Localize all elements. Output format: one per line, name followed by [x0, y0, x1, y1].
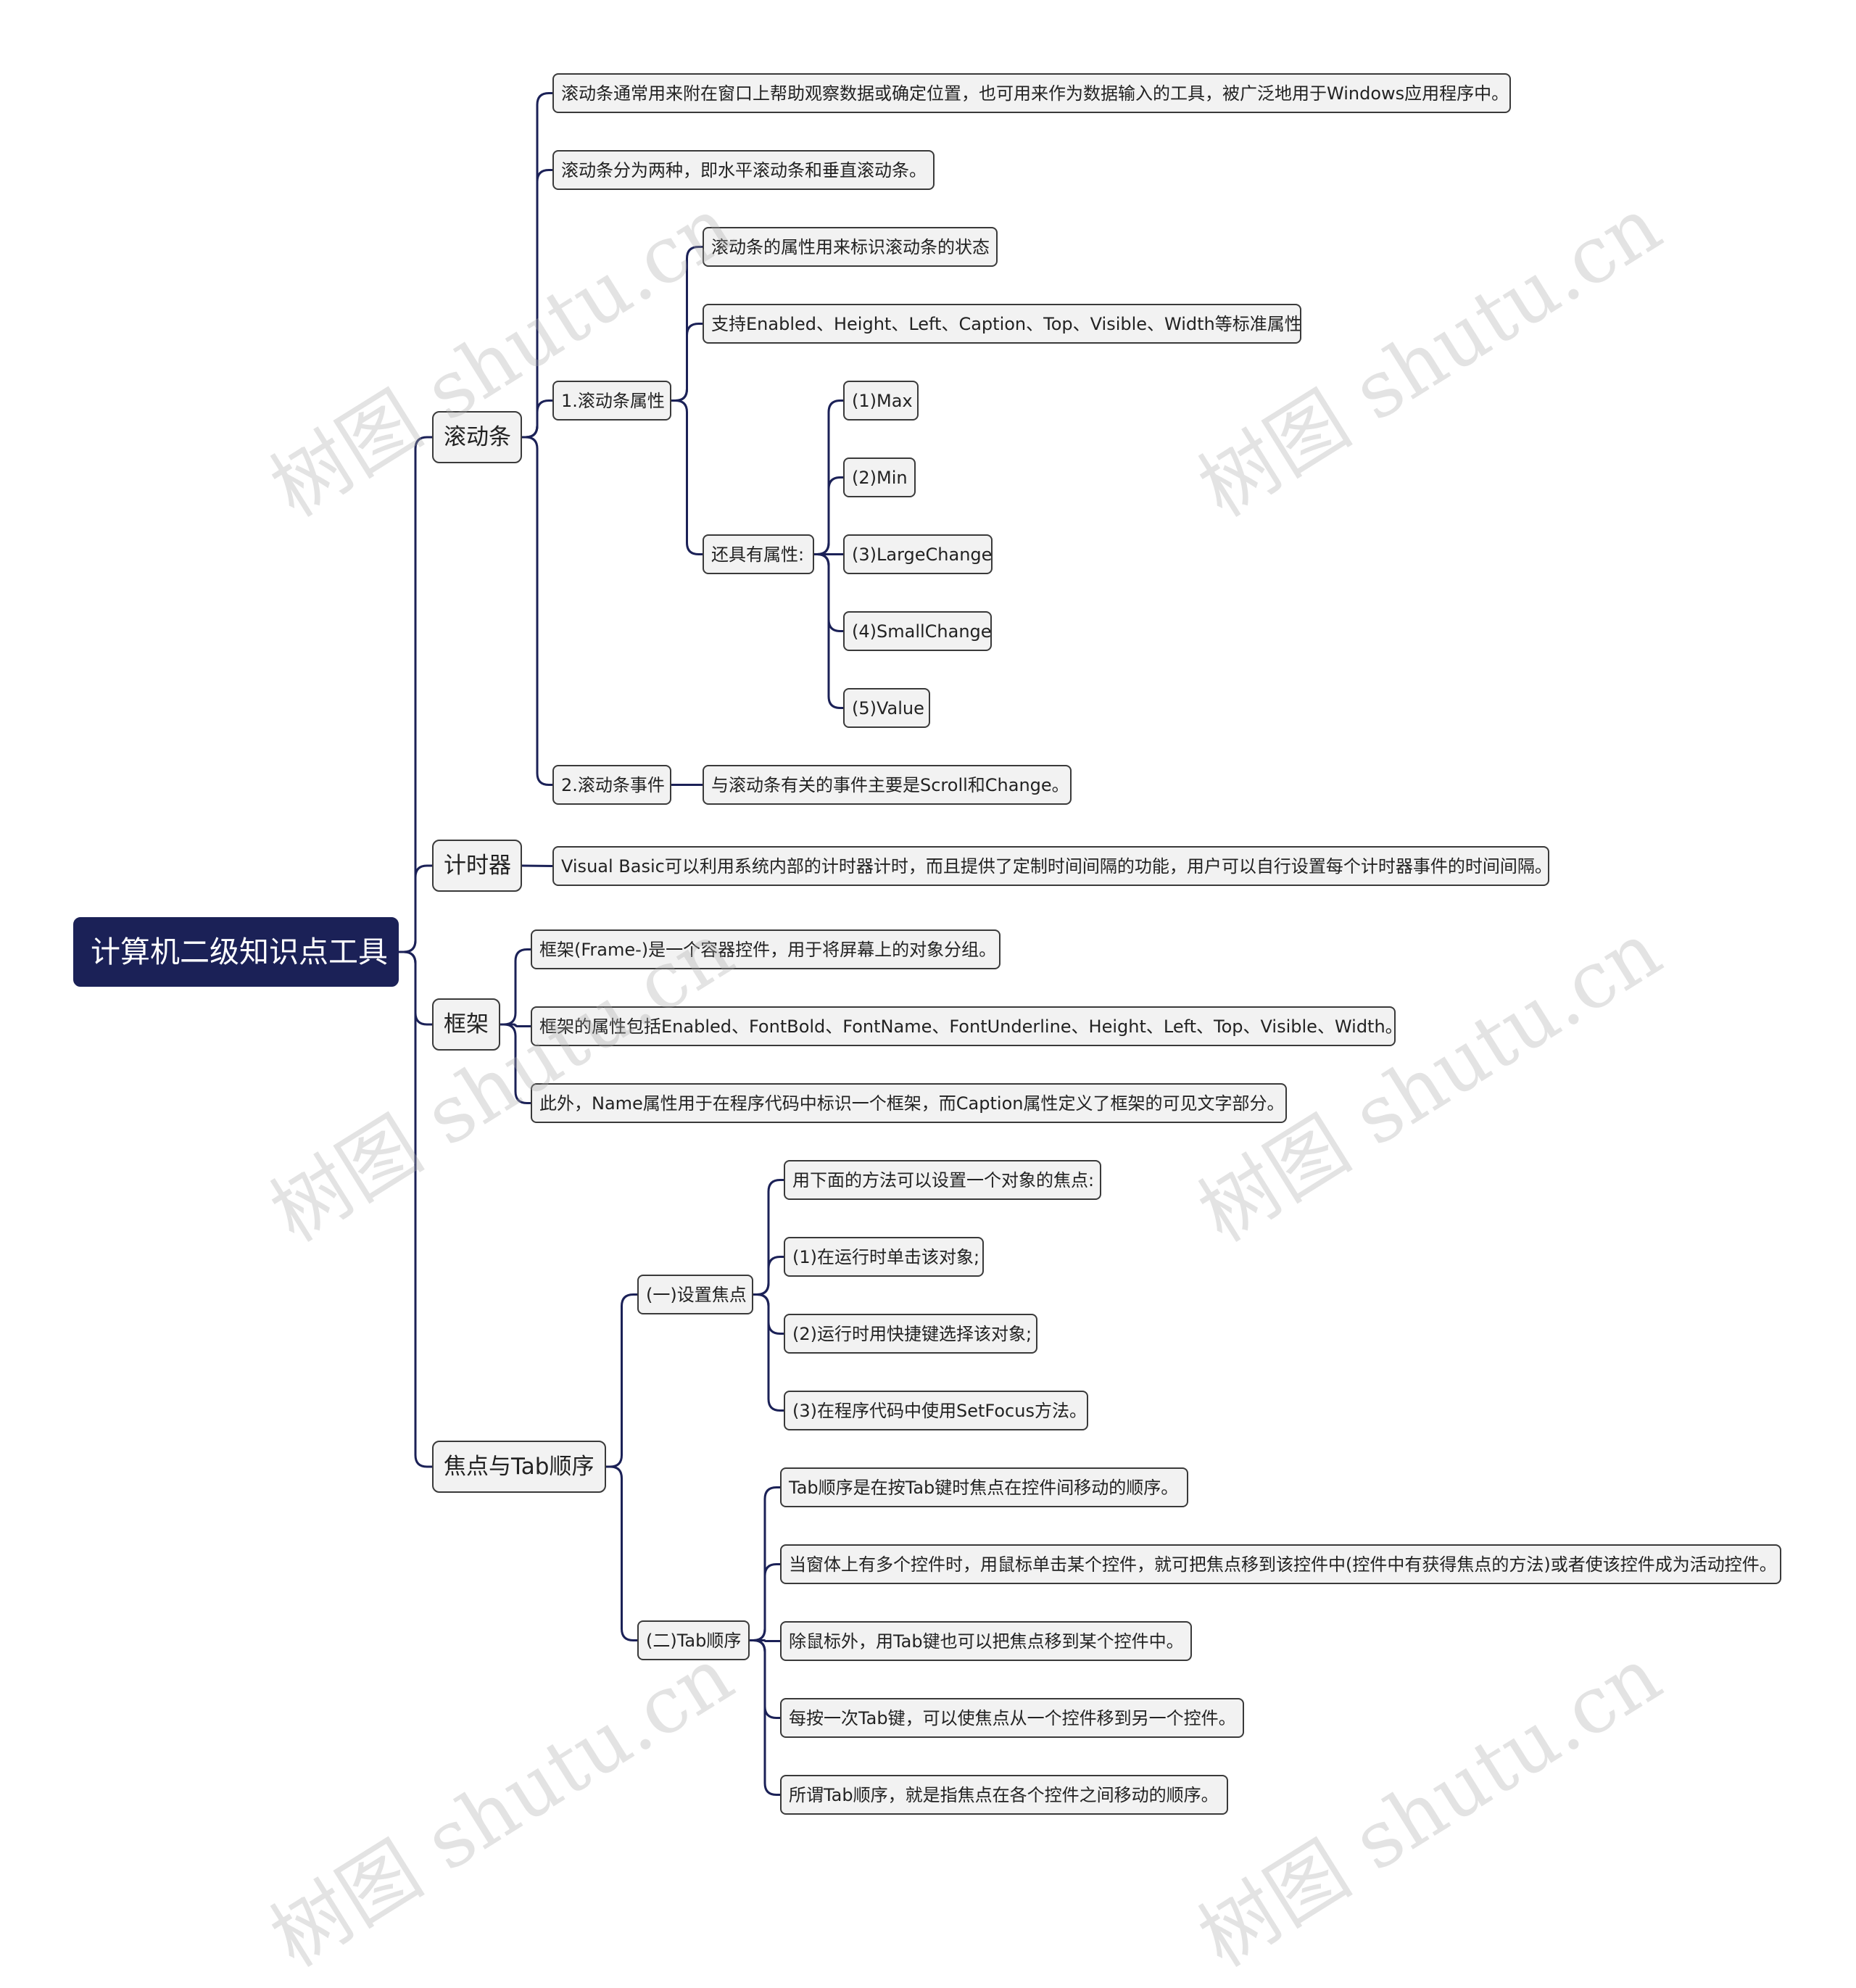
property-max-node[interactable]: (1)Max [843, 381, 919, 421]
extra-properties-node[interactable]: 还具有属性: [703, 534, 814, 574]
connector-line [500, 1023, 531, 1104]
tab-order-def-node[interactable]: Tab顺序是在按Tab键时焦点在控件间移动的顺序。 [780, 1467, 1188, 1507]
property-value-node[interactable]: (5)Value [843, 688, 930, 728]
frame-properties-node[interactable]: 框架的属性包括Enabled、FontBold、FontName、FontUnd… [531, 1006, 1396, 1046]
focus-shortcut-node[interactable]: (2)运行时用快捷键选择该对象; [784, 1314, 1037, 1354]
connector-line [500, 1023, 531, 1027]
connector-line [671, 323, 703, 402]
scrollbar-events-node[interactable]: 2.滚动条事件 [552, 765, 671, 805]
connector-line [753, 1293, 784, 1412]
standard-properties-node[interactable]: 支持Enabled、Height、Left、Caption、Top、Visibl… [703, 304, 1301, 344]
connector-lines [399, 92, 843, 1796]
connector-line [814, 553, 843, 709]
connector-line [671, 399, 703, 555]
events-scroll-change-node[interactable]: 与滚动条有关的事件主要是Scroll和Change。 [703, 765, 1072, 805]
tab-order-meaning-node[interactable]: 所谓Tab顺序，就是指焦点在各个控件之间移动的顺序。 [780, 1775, 1228, 1815]
connector-line [522, 436, 552, 786]
frame-container-node[interactable]: 框架(Frame-)是一个容器控件，用于将屏幕上的对象分组。 [531, 929, 1000, 969]
branch-frame[interactable]: 框架 [432, 998, 500, 1051]
connector-line [522, 399, 552, 439]
property-min-node[interactable]: (2)Min [843, 457, 916, 497]
frame-name-caption-node[interactable]: 此外，Name属性用于在程序代码中标识一个框架，而Caption属性定义了框架的… [531, 1083, 1287, 1123]
set-focus-node[interactable]: (一)设置焦点 [637, 1275, 753, 1314]
branch-scrollbar[interactable]: 滚动条 [432, 411, 522, 463]
scrollbar-properties-node[interactable]: 1.滚动条属性 [552, 381, 671, 421]
connector-line [606, 1293, 637, 1468]
connector-line [750, 1639, 780, 1796]
focus-method-intro-node[interactable]: 用下面的方法可以设置一个对象的焦点: [784, 1160, 1101, 1200]
tab-order-node[interactable]: (二)Tab顺序 [637, 1620, 750, 1660]
branch-timer[interactable]: 计时器 [432, 840, 522, 892]
tab-key-focus-node[interactable]: 除鼠标外，用Tab键也可以把焦点移到某个控件中。 [780, 1621, 1192, 1661]
property-state-node[interactable]: 滚动条的属性用来标识滚动条的状态 [703, 227, 998, 267]
focus-click-node[interactable]: (1)在运行时单击该对象; [784, 1237, 984, 1277]
connector-line [399, 950, 432, 1468]
branch-focus-tab[interactable]: 焦点与Tab顺序 [432, 1441, 606, 1493]
property-smallchange-node[interactable]: (4)SmallChange [843, 611, 992, 651]
property-largechange-node[interactable]: (3)LargeChange [843, 534, 993, 574]
connector-line [814, 476, 843, 555]
timer-desc-node[interactable]: Visual Basic可以利用系统内部的计时器计时，而且提供了定制时间间隔的功… [552, 846, 1549, 886]
connector-line [753, 1256, 784, 1296]
tab-press-node[interactable]: 每按一次Tab键，可以使焦点从一个控件移到另一个控件。 [780, 1698, 1244, 1738]
connector-line [522, 169, 552, 439]
tab-click-control-node[interactable]: 当窗体上有多个控件时，用鼠标单击某个控件，就可把焦点移到该控件中(控件中有获得焦… [780, 1544, 1781, 1584]
scrollbar-types-node[interactable]: 滚动条分为两种，即水平滚动条和垂直滚动条。 [552, 150, 935, 190]
connector-line [750, 1563, 780, 1641]
connector-line [399, 864, 432, 953]
root-node[interactable]: 计算机二级知识点工具 [73, 917, 399, 987]
mind-map-canvas: 计算机二级知识点工具 滚动条 滚动条通常用来附在窗口上帮助观察数据或确定位置，也… [73, 73, 1781, 1984]
connector-line [500, 948, 531, 1026]
scrollbar-desc-node[interactable]: 滚动条通常用来附在窗口上帮助观察数据或确定位置，也可用来作为数据输入的工具，被广… [552, 73, 1511, 113]
focus-setfocus-node[interactable]: (3)在程序代码中使用SetFocus方法。 [784, 1391, 1088, 1430]
connector-line [606, 1465, 637, 1641]
